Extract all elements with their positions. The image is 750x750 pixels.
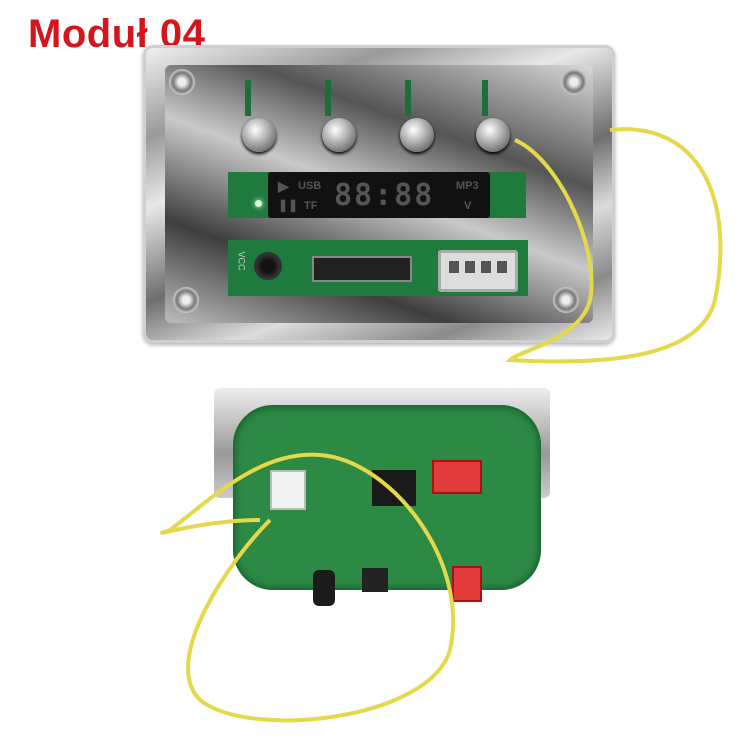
status-led bbox=[255, 200, 262, 207]
button-knob[interactable] bbox=[322, 118, 356, 152]
screw-icon bbox=[561, 69, 587, 95]
ic-chip bbox=[372, 470, 416, 506]
button-knob[interactable] bbox=[400, 118, 434, 152]
button-knob[interactable] bbox=[476, 118, 510, 152]
red-connector bbox=[452, 566, 482, 602]
white-connector bbox=[270, 470, 306, 510]
screw-icon bbox=[553, 287, 579, 313]
sd-card-slot[interactable] bbox=[312, 256, 412, 282]
button-pcb-strip bbox=[482, 80, 488, 116]
volt-indicator: V bbox=[464, 200, 472, 212]
led-display: ▶ ❚❚ USB TF 88:88 MP3 V bbox=[268, 172, 490, 218]
button-pcb-strip bbox=[405, 80, 411, 116]
button-knob[interactable] bbox=[242, 118, 276, 152]
screw-icon bbox=[169, 69, 195, 95]
usb-indicator: USB bbox=[298, 180, 322, 192]
usb-port[interactable] bbox=[438, 250, 518, 292]
button-pcb-strip bbox=[325, 80, 331, 116]
mp3-indicator: MP3 bbox=[456, 180, 479, 192]
capacitor bbox=[313, 570, 335, 606]
red-connector bbox=[432, 460, 482, 494]
power-jack[interactable] bbox=[254, 252, 282, 280]
digit-display: 88:88 bbox=[334, 178, 435, 213]
tf-indicator: TF bbox=[304, 200, 318, 212]
regulator bbox=[362, 568, 388, 592]
button-pcb-strip bbox=[245, 80, 251, 116]
screw-icon bbox=[173, 287, 199, 313]
play-icon: ▶ bbox=[278, 178, 289, 194]
pause-icon: ❚❚ bbox=[278, 198, 299, 212]
